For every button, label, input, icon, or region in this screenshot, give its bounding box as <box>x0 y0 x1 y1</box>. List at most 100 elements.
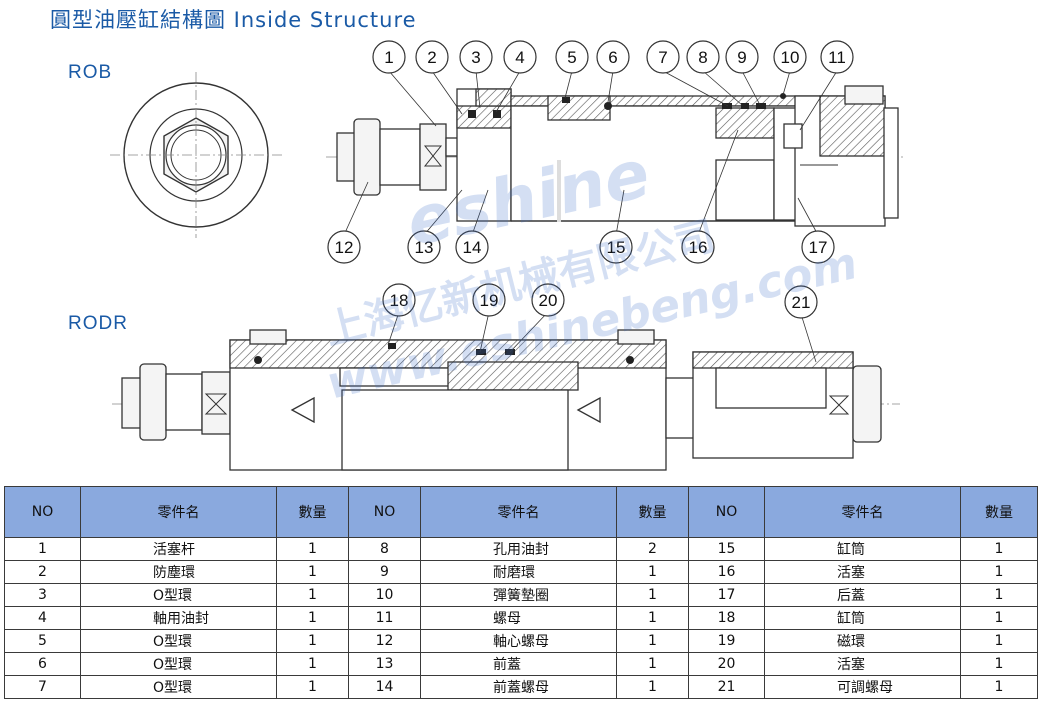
table-header-cell: 數量 <box>276 486 349 538</box>
callout-number: 18 <box>390 291 409 310</box>
part-name-cell: 可調螺母 <box>764 675 961 699</box>
callout-number: 8 <box>698 48 707 67</box>
part-name-cell: 活塞 <box>764 652 961 676</box>
part-no-cell: 21 <box>688 675 765 699</box>
callout-circle <box>784 285 818 319</box>
callout-circle <box>646 40 680 74</box>
part-no-cell: 12 <box>348 629 421 653</box>
part-qty-cell: 1 <box>616 560 689 584</box>
part-name-cell: 耐磨環 <box>420 560 617 584</box>
part-name-cell: 后蓋 <box>764 583 961 607</box>
callout-number: 11 <box>828 48 846 67</box>
part-qty-cell: 1 <box>616 675 689 699</box>
part-no-cell: 4 <box>4 606 81 630</box>
callout-circle <box>820 40 854 74</box>
part-no-cell: 9 <box>348 560 421 584</box>
label-rob: ROB <box>68 62 113 83</box>
callout-circle <box>472 283 506 317</box>
callout-number: 9 <box>737 48 746 67</box>
callout-circle <box>681 230 715 264</box>
part-name-cell: 前蓋 <box>420 652 617 676</box>
part-no-cell: 20 <box>688 652 765 676</box>
part-no-cell: 14 <box>348 675 421 699</box>
leader-lines <box>343 70 838 363</box>
callout-number: 14 <box>463 238 482 257</box>
part-qty-cell: 1 <box>960 629 1038 653</box>
part-no-cell: 8 <box>348 537 421 561</box>
part-qty-cell: 1 <box>616 629 689 653</box>
part-qty-cell: 1 <box>960 537 1038 561</box>
part-no-cell: 15 <box>688 537 765 561</box>
callout-number: 5 <box>567 48 576 67</box>
part-no-cell: 19 <box>688 629 765 653</box>
callout-number: 10 <box>781 48 800 67</box>
rob-end-view <box>110 72 282 238</box>
callout-number: 3 <box>471 48 480 67</box>
part-name-cell: 防塵環 <box>80 560 277 584</box>
part-qty-cell: 2 <box>616 537 689 561</box>
callout-number: 16 <box>689 238 708 257</box>
callout-number: 4 <box>515 48 524 67</box>
callout-circle <box>372 40 406 74</box>
part-name-cell: 軸用油封 <box>80 606 277 630</box>
part-name-cell: 前蓋螺母 <box>420 675 617 699</box>
callout-number: 7 <box>658 48 667 67</box>
part-name-cell: 活塞 <box>764 560 961 584</box>
part-qty-cell: 1 <box>276 652 349 676</box>
callout-circle <box>503 40 537 74</box>
part-qty-cell: 1 <box>276 606 349 630</box>
part-no-cell: 2 <box>4 560 81 584</box>
part-name-cell: O型環 <box>80 675 277 699</box>
callout-circle <box>596 40 630 74</box>
part-qty-cell: 1 <box>960 583 1038 607</box>
part-qty-cell: 1 <box>276 583 349 607</box>
part-name-cell: O型環 <box>80 629 277 653</box>
rodr-section-view <box>112 329 900 471</box>
part-name-cell: 彈簧墊圈 <box>420 583 617 607</box>
part-name-cell: O型環 <box>80 652 277 676</box>
part-name-cell: 磁環 <box>764 629 961 653</box>
part-no-cell: 13 <box>348 652 421 676</box>
part-no-cell: 11 <box>348 606 421 630</box>
part-qty-cell: 1 <box>616 583 689 607</box>
part-name-cell: 軸心螺母 <box>420 629 617 653</box>
table-header-cell: 零件名 <box>764 486 961 538</box>
part-no-cell: 1 <box>4 537 81 561</box>
part-qty-cell: 1 <box>276 560 349 584</box>
callout-circle <box>725 40 759 74</box>
callout-circle <box>415 40 449 74</box>
part-qty-cell: 1 <box>960 652 1038 676</box>
part-no-cell: 5 <box>4 629 81 653</box>
callout-circle <box>555 40 589 74</box>
label-rodr: RODR <box>68 313 128 334</box>
part-name-cell: 缸筒 <box>764 606 961 630</box>
part-qty-cell: 1 <box>616 606 689 630</box>
part-qty-cell: 1 <box>276 537 349 561</box>
callout-number: 12 <box>335 238 354 257</box>
callout-number: 15 <box>607 238 626 257</box>
part-qty-cell: 1 <box>276 629 349 653</box>
callout-number: 19 <box>480 291 499 310</box>
part-name-cell: 孔用油封 <box>420 537 617 561</box>
table-header-cell: NO <box>688 486 765 538</box>
callout-number: 1 <box>384 48 393 67</box>
callout-circle <box>686 40 720 74</box>
callout-circle <box>327 230 361 264</box>
part-qty-cell: 1 <box>276 675 349 699</box>
callout-number: 13 <box>415 238 434 257</box>
callout-circle <box>531 283 565 317</box>
part-no-cell: 3 <box>4 583 81 607</box>
callout-number: 2 <box>427 48 436 67</box>
part-no-cell: 10 <box>348 583 421 607</box>
callout-circle <box>455 230 489 264</box>
callout-circle <box>382 283 416 317</box>
callout-circle <box>407 230 441 264</box>
